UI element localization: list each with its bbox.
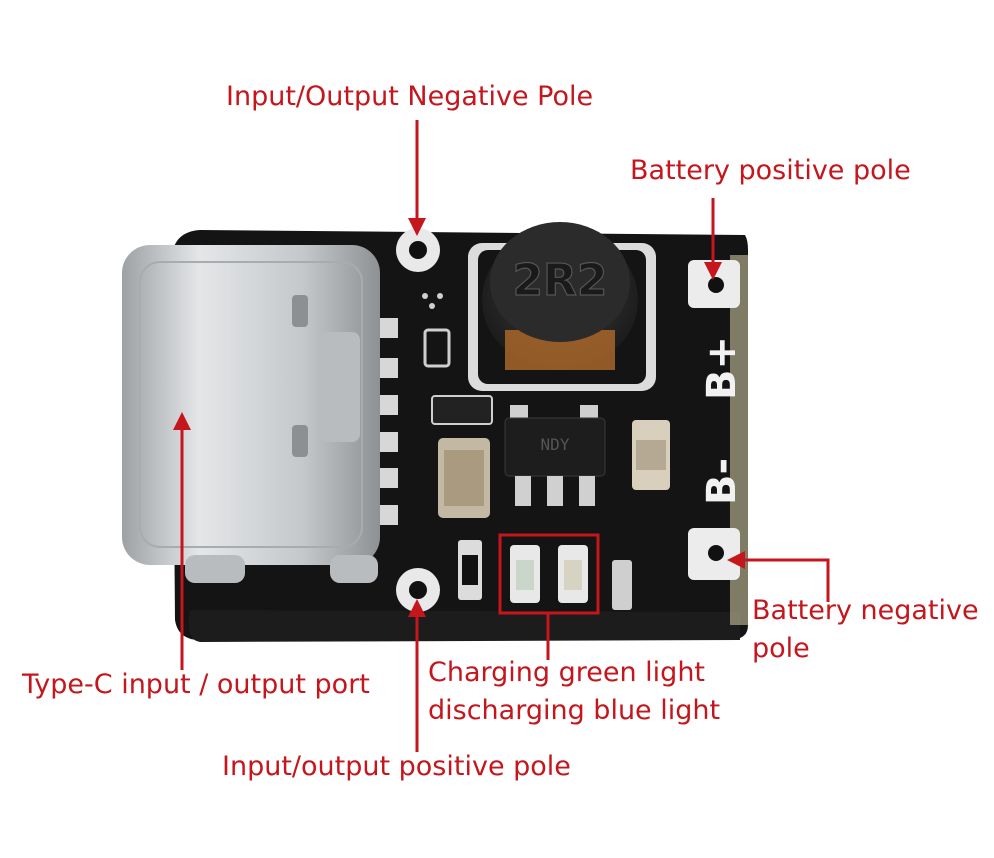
b-plus-marking: B+ <box>699 336 745 400</box>
ic-marking: NDY <box>541 435 570 454</box>
inductor: 2R2 <box>468 222 656 391</box>
battery-positive-pad <box>688 260 740 308</box>
arrowheads <box>173 218 745 617</box>
smd-components <box>422 293 670 610</box>
inductor-marking: 2R2 <box>512 255 607 306</box>
label-io-negative-pole: Input/Output Negative Pole <box>226 81 594 112</box>
typec-connector <box>122 245 380 583</box>
connector-pins <box>380 318 398 525</box>
label-battery-positive-pole: Battery positive pole <box>630 155 911 186</box>
label-io-positive-pole: Input/output positive pole <box>222 751 571 782</box>
battery-negative-pad <box>688 528 740 580</box>
label-battery-negative-pole-line1: Battery negative <box>752 595 979 626</box>
ic-chip: NDY <box>504 405 606 506</box>
label-battery-negative-pole-line2: pole <box>752 633 810 664</box>
b-minus-marking: B- <box>699 458 745 505</box>
leader-lines <box>180 120 830 752</box>
io-positive-pad <box>396 568 440 612</box>
status-leds <box>498 533 600 615</box>
label-typec-port: Type-C input / output port <box>22 669 370 700</box>
label-discharging-light: discharging blue light <box>428 695 721 726</box>
io-negative-pad <box>396 228 440 272</box>
label-charging-light: Charging green light <box>428 657 706 688</box>
